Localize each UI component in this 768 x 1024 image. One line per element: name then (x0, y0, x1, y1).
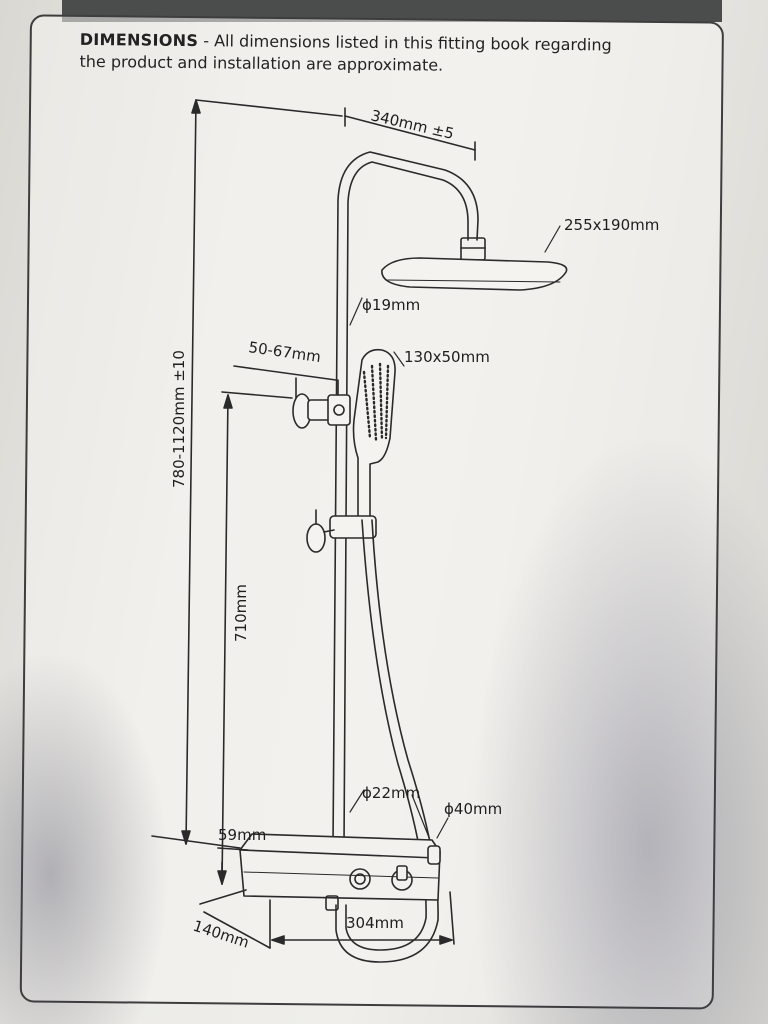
label-lower-riser-diameter: ϕ22mm (362, 784, 420, 802)
label-bracket-gap: 50-67mm (247, 338, 322, 366)
label-valve-height: 710mm (232, 584, 250, 642)
riser-pipe (332, 151, 479, 847)
arm-length-dimension (344, 107, 476, 161)
slide-holder (306, 509, 377, 553)
photo-shadow-right (470, 430, 768, 1024)
valve-height-dimension (217, 391, 293, 885)
label-valve-depth: 59mm (218, 826, 266, 844)
label-overall-height: 780-1120mm ±10 (170, 350, 188, 488)
label-valve-width: 304mm (346, 914, 404, 932)
valve-dimensions (199, 847, 455, 949)
label-hose-diameter: ϕ40mm (444, 800, 502, 818)
label-riser-diameter: ϕ19mm (362, 296, 420, 314)
leader-lines (349, 225, 561, 841)
label-arm-length: 340mm ±5 (369, 106, 456, 143)
label-head-size: 255x190mm (564, 216, 659, 234)
overall-height-dimension (151, 99, 343, 849)
dimension-labels: 340mm ±5 255x190mm ϕ19mm 50-67mm 130x50m… (170, 106, 659, 951)
photo-shadow-left (0, 650, 170, 1024)
handset (352, 348, 396, 521)
wall-bracket (233, 365, 351, 429)
thermostatic-valve (239, 833, 441, 911)
overhead-shower-head (381, 237, 568, 291)
label-handset-size: 130x50mm (404, 348, 490, 366)
